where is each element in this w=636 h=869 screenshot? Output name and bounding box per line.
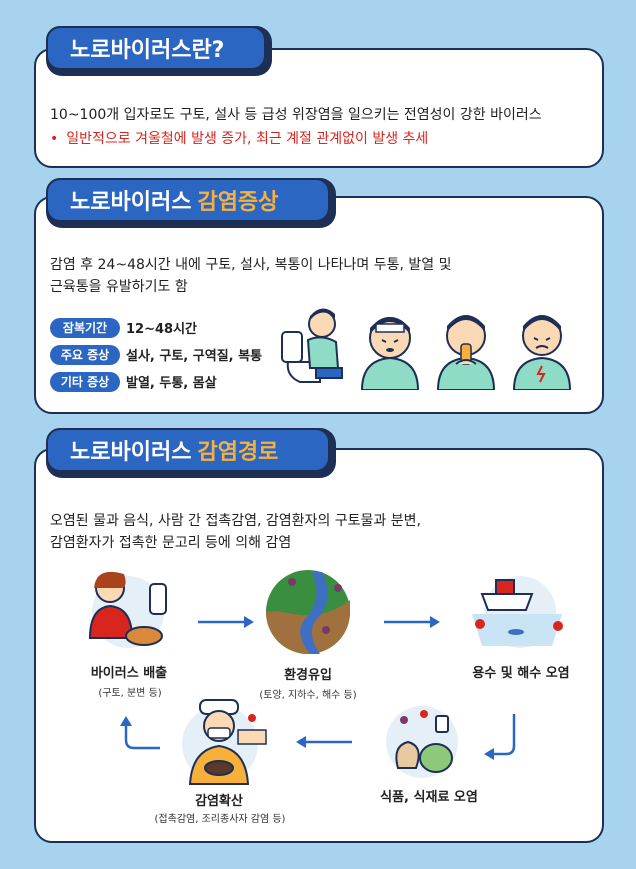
symptom-tags: 잠복기간 12~48시간 주요 증상 설사, 구토, 구역질, 복통 기타 증상… xyxy=(50,315,262,396)
section3-title-highlight: 감염경로 xyxy=(197,440,279,465)
section1-bullet-text: 일반적으로 겨울철에 발생 증가, 최근 계절 관계없이 발생 추세 xyxy=(66,131,429,147)
stomachache-person-icon xyxy=(512,315,572,390)
tag-row-incubation: 잠복기간 12~48시간 xyxy=(50,315,262,340)
tag-row-main-symptoms: 주요 증상 설사, 구토, 구역질, 복통 xyxy=(50,342,262,367)
tag-row-other-symptoms: 기타 증상 발열, 두통, 몸살 xyxy=(50,369,262,394)
section2-description: 감염 후 24~48시간 내에 구토, 설사, 복통이 나타나며 두통, 발열 … xyxy=(50,254,510,298)
flow-arrow-icon xyxy=(384,616,440,628)
toilet-icon xyxy=(281,308,343,383)
section1-description: 10~100개 입자로도 구토, 설사 등 급성 위장염을 일으키는 전염성이 … xyxy=(50,107,542,123)
food-worker-icon xyxy=(182,699,267,785)
step5-label: 감염확산 xyxy=(195,794,243,809)
flow-arrow-icon xyxy=(296,736,352,748)
section3-description-line1: 오염된 물과 음식, 사람 간 접촉감염, 감염환자의 구토물과 분변, xyxy=(50,513,421,529)
bullet-dot-icon: • xyxy=(50,131,59,147)
contaminated-food-icon xyxy=(386,706,458,778)
sick-person-icon xyxy=(360,317,420,390)
step1-sub: (구토, 분변 등) xyxy=(98,688,162,699)
step1-label: 바이러스 배출 xyxy=(90,666,168,681)
tag-incubation-value: 12~48시간 xyxy=(126,322,197,337)
section1-bullet: • 일반적으로 겨울철에 발생 증가, 최근 계절 관계없이 발생 추세 xyxy=(50,128,428,148)
section3-title-main: 노로바이러스 xyxy=(70,440,192,465)
section3-description: 오염된 물과 음식, 사람 간 접촉감염, 감염환자의 구토물과 분변, 감염환… xyxy=(50,510,510,554)
tag-other-symptoms-label: 기타 증상 xyxy=(50,371,120,392)
flow-arrow-icon xyxy=(120,716,160,750)
tag-main-symptoms-label: 주요 증상 xyxy=(50,344,120,365)
symptom-illustrations xyxy=(281,308,572,390)
boat-sea-icon xyxy=(472,576,563,648)
section2-title-main: 노로바이러스 xyxy=(70,190,192,215)
flow-arrow-icon xyxy=(484,714,516,760)
step5-sub: (접촉감염, 조리종사자 감염 등) xyxy=(154,814,286,825)
section2-title-highlight: 감염증상 xyxy=(197,190,279,215)
flow-arrow-icon xyxy=(198,616,254,628)
soil-water-icon xyxy=(266,570,350,654)
vomit-person-icon xyxy=(436,315,496,390)
step4-label: 식품, 식재료 오염 xyxy=(380,790,478,805)
step3-label: 용수 및 해수 오염 xyxy=(472,666,570,681)
tag-other-symptoms-value: 발열, 두통, 몸살 xyxy=(126,376,217,391)
section2-description-line1: 감염 후 24~48시간 내에 구토, 설사, 복통이 나타나며 두통, 발열 … xyxy=(50,257,452,273)
tag-main-symptoms-value: 설사, 구토, 구역질, 복통 xyxy=(126,349,263,364)
section2-description-line2: 근육통을 유발하기도 함 xyxy=(50,279,188,295)
step2-label: 환경유입 xyxy=(284,668,332,683)
section3-description-line2: 감염환자가 접촉한 문고리 등에 의해 감염 xyxy=(50,535,292,551)
step2-sub: (토양, 지하수, 해수 등) xyxy=(259,690,357,701)
section1-title: 노로바이러스란? xyxy=(70,38,225,63)
virus-shedding-icon xyxy=(88,571,167,648)
tag-incubation-label: 잠복기간 xyxy=(50,317,120,338)
section1-heading: 노로바이러스란? xyxy=(46,26,272,76)
